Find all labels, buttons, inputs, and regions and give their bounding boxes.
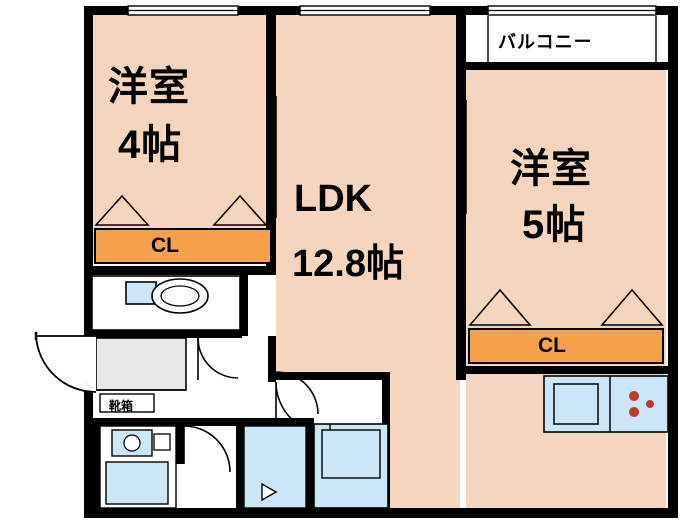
balcony-fill [488, 14, 666, 62]
bedroom-east-fill [466, 68, 666, 368]
bedroom-east-label-line2: 5帖 [522, 203, 587, 247]
bedroom-west-label-line1: 洋室 [108, 65, 190, 109]
ldk-lower-fill [388, 380, 460, 510]
bedroom-east-label-line1: 洋室 [510, 147, 592, 191]
closet-west-label: CL [151, 234, 179, 257]
ldk-label-line2: 12.8帖 [292, 243, 404, 285]
shoe-box-label: 靴箱 [109, 399, 134, 413]
bedroom-west-fill [92, 14, 270, 262]
ldk-label-line1: LDK [294, 178, 373, 220]
bedroom-west-label-line2: 4帖 [118, 123, 183, 167]
closet-east-label: CL [538, 334, 566, 357]
closet-west-band [94, 228, 272, 264]
ldk-fill [276, 14, 460, 380]
closet-east-band [468, 328, 664, 364]
balcony-label: バルコニー [498, 32, 593, 52]
